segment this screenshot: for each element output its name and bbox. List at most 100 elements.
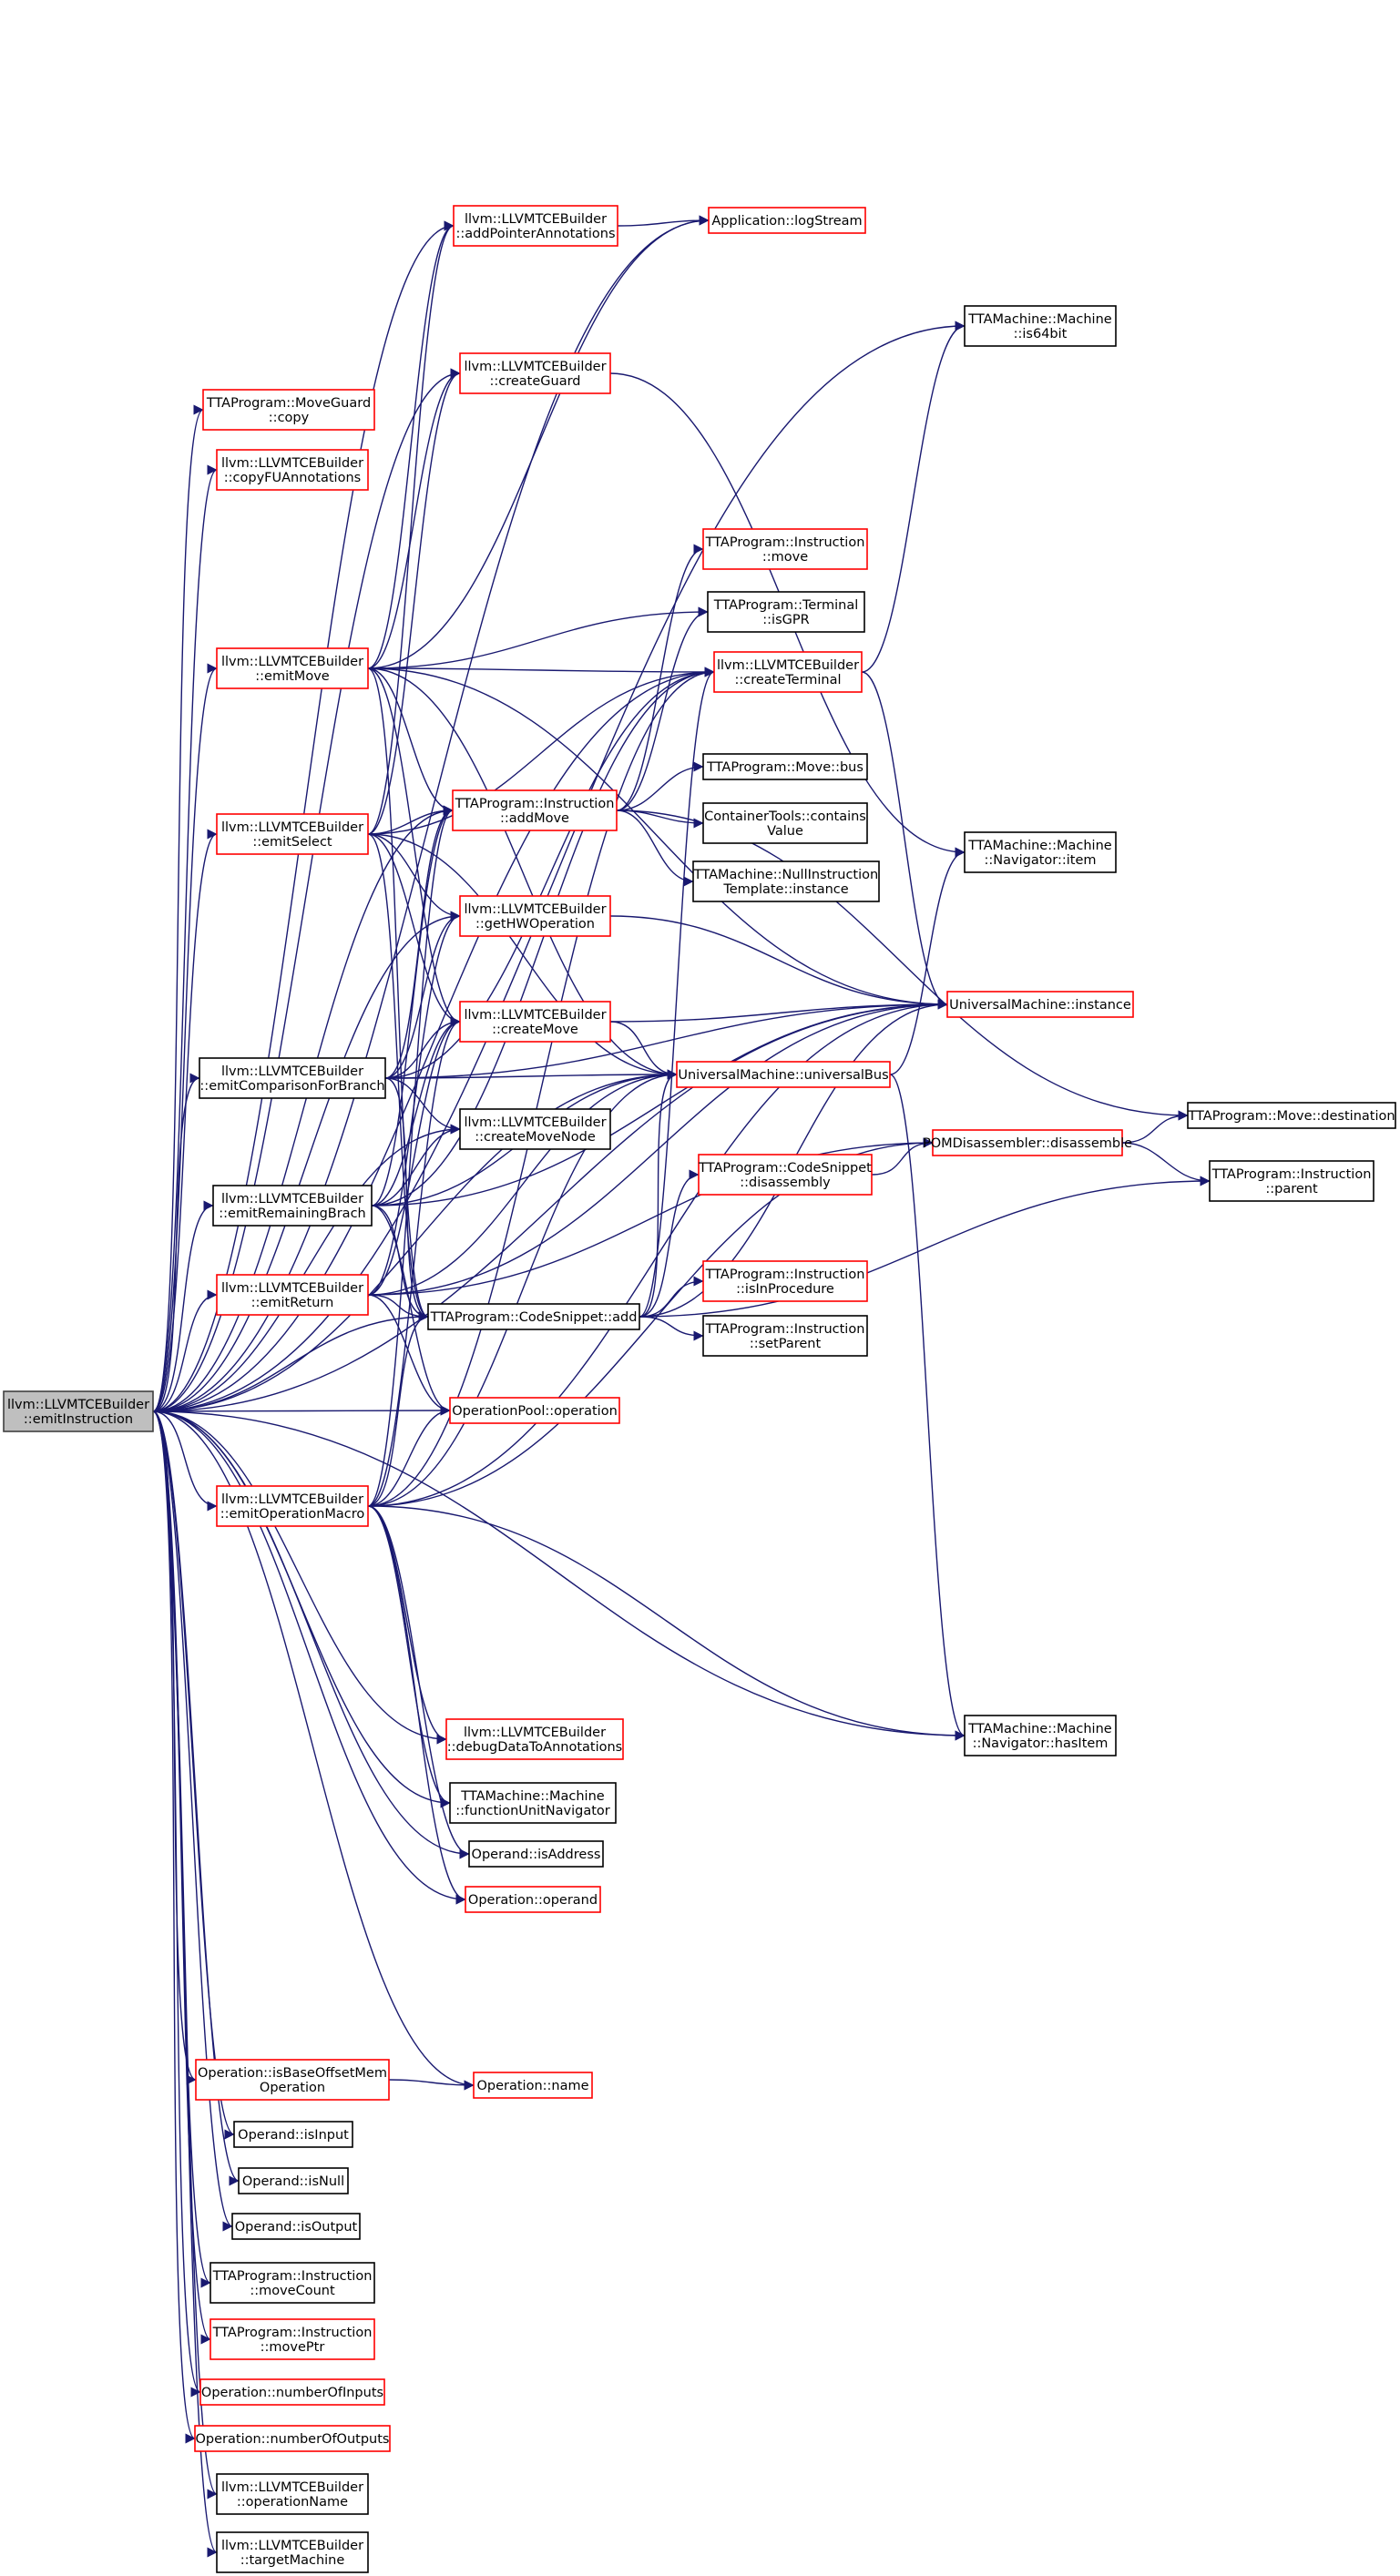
node-label-line: ContainerTools::contains bbox=[704, 809, 866, 824]
node-moveCount[interactable]: TTAProgram::Instruction::moveCount bbox=[209, 2262, 375, 2304]
node-navigatorItem[interactable]: TTAMachine::Machine::Navigator::item bbox=[964, 831, 1117, 873]
edge-emitSelect-to-universalBus bbox=[367, 833, 678, 1080]
node-numberOfOutputs[interactable]: Operation::numberOfOutputs bbox=[194, 2425, 391, 2452]
node-box bbox=[231, 2213, 361, 2240]
node-operationOperand[interactable]: Operation::operand bbox=[465, 1886, 601, 1913]
node-emitComparisonForBranch[interactable]: llvm::LLVMTCEBuilder::emitComparisonForB… bbox=[199, 1057, 386, 1099]
node-label-line: Operation::name bbox=[476, 2079, 588, 2093]
node-label-line: TTAProgram::Instruction bbox=[705, 1322, 865, 1337]
node-box bbox=[233, 2121, 353, 2148]
node-label-line: ::createGuard bbox=[489, 374, 580, 389]
node-emitRemainingBrach[interactable]: llvm::LLVMTCEBuilder::emitRemainingBrach bbox=[212, 1185, 373, 1227]
node-targetMachine[interactable]: llvm::LLVMTCEBuilder::targetMachine bbox=[216, 2531, 369, 2573]
node-label-line: llvm::LLVMTCEBuilder bbox=[465, 212, 607, 227]
node-box bbox=[216, 449, 369, 491]
node-box bbox=[708, 207, 866, 234]
edge-root-to-universalBus bbox=[152, 1069, 678, 1412]
edge-createTerminal-to-is64bit bbox=[861, 321, 966, 673]
node-label-line: TTAMachine::Machine bbox=[967, 1722, 1111, 1736]
node-numberOfInputs[interactable]: Operation::numberOfInputs bbox=[199, 2378, 385, 2406]
node-umInstance[interactable]: UniversalMachine::instance bbox=[946, 991, 1134, 1018]
edge-root-to-addMove bbox=[152, 805, 454, 1412]
node-emitSelect[interactable]: llvm::LLVMTCEBuilder::emitSelect bbox=[216, 813, 369, 855]
edge-emitRemainingBrach-to-createMove bbox=[371, 1016, 461, 1207]
node-operandIsNull[interactable]: Operand::isNull bbox=[238, 2167, 349, 2194]
node-label-line: TTAProgram::Instruction bbox=[212, 2326, 373, 2340]
edge-emitRemainingBrach-to-createMoveNode bbox=[371, 1124, 461, 1207]
node-operandIsAddress[interactable]: Operand::isAddress bbox=[468, 1840, 604, 1868]
edge-emitOperationMacro-to-functionUnitNavigator bbox=[367, 1505, 451, 1808]
node-label-line: ::getHWOperation bbox=[475, 917, 595, 932]
edge-root-to-codeSnippetAdd bbox=[152, 1311, 429, 1412]
node-box bbox=[209, 2262, 375, 2304]
node-label-line: ::functionUnitNavigator bbox=[455, 1804, 610, 1818]
node-label-line: llvm::LLVMTCEBuilder bbox=[221, 1192, 363, 1207]
node-debugDataToAnnotations[interactable]: llvm::LLVMTCEBuilder::debugDataToAnnotat… bbox=[445, 1718, 624, 1760]
edge-createMove-to-universalBus bbox=[609, 1021, 678, 1080]
node-addPointerAnnotations[interactable]: llvm::LLVMTCEBuilder::addPointerAnnotati… bbox=[453, 205, 618, 247]
node-addMove[interactable]: TTAProgram::Instruction::addMove bbox=[452, 789, 618, 831]
node-box bbox=[964, 831, 1117, 873]
node-instructionParent[interactable]: TTAProgram::Instruction::parent bbox=[1209, 1160, 1374, 1202]
node-moveDestination[interactable]: TTAProgram::Move::destination bbox=[1187, 1102, 1396, 1129]
node-is64bit[interactable]: TTAMachine::Machine::is64bit bbox=[964, 305, 1117, 347]
node-label-line: Operand::isAddress bbox=[472, 1848, 601, 1862]
node-setParent[interactable]: TTAProgram::Instruction::setParent bbox=[702, 1315, 868, 1357]
node-codeSnippetDisassembly[interactable]: TTAProgram::CodeSnippet::disassembly bbox=[698, 1154, 873, 1196]
edge-emitOperationMacro-to-createTerminal bbox=[367, 667, 715, 1507]
node-box bbox=[216, 1274, 369, 1316]
node-label-line: ::emitRemainingBrach bbox=[219, 1207, 365, 1221]
node-label-line: llvm::LLVMTCEBuilder bbox=[464, 1115, 606, 1130]
node-operationPoolOperation[interactable]: OperationPool::operation bbox=[449, 1397, 620, 1424]
edge-emitMove-to-addMove bbox=[367, 667, 454, 816]
edge-root-to-is64bit bbox=[152, 321, 966, 1412]
node-label-line: Operation::operand bbox=[468, 1893, 598, 1908]
node-label-line: TTAProgram::Instruction bbox=[705, 1268, 865, 1282]
node-createMoveNode[interactable]: llvm::LLVMTCEBuilder::createMoveNode bbox=[459, 1108, 611, 1150]
node-logStream[interactable]: Application::logStream bbox=[708, 207, 866, 234]
node-createTerminal[interactable]: llvm::LLVMTCEBuilder::createTerminal bbox=[713, 651, 863, 693]
node-label-line: llvm::LLVMTCEBuilder bbox=[221, 655, 363, 669]
edge-emitReturn-to-umInstance bbox=[367, 999, 948, 1296]
edge-codeSnippetAdd-to-instructionParent bbox=[639, 1176, 1211, 1318]
node-label-line: ::targetMachine bbox=[240, 2553, 345, 2568]
node-label-line: TTAProgram::Move::bus bbox=[706, 760, 864, 775]
edge-codeSnippetDisassembly-to-disassemble bbox=[871, 1137, 934, 1176]
node-operandIsOutput[interactable]: Operand::isOutput bbox=[231, 2213, 361, 2240]
node-emitOperationMacro[interactable]: llvm::LLVMTCEBuilder::emitOperationMacro bbox=[216, 1485, 369, 1527]
node-operationNameBuilder[interactable]: llvm::LLVMTCEBuilder::operationName bbox=[216, 2473, 369, 2515]
node-root[interactable]: llvm::LLVMTCEBuilder::emitInstruction bbox=[3, 1390, 154, 1432]
node-createGuard[interactable]: llvm::LLVMTCEBuilder::createGuard bbox=[459, 352, 611, 394]
node-moveGuardCopy[interactable]: TTAProgram::MoveGuard::copy bbox=[202, 389, 375, 431]
node-box bbox=[932, 1129, 1123, 1156]
edge-root-to-copyFUAnnotations bbox=[152, 464, 218, 1412]
node-label-line: TTAProgram::Instruction bbox=[1211, 1167, 1372, 1182]
node-isInProcedure[interactable]: TTAProgram::Instruction::isInProcedure bbox=[702, 1260, 868, 1302]
node-label-line: llvm::LLVMTCEBuilder bbox=[717, 658, 859, 673]
node-universalBus[interactable]: UniversalMachine::universalBus bbox=[676, 1061, 891, 1088]
node-instructionMove[interactable]: TTAProgram::Instruction::move bbox=[702, 528, 868, 570]
edge-emitRemainingBrach-to-addMove bbox=[371, 805, 454, 1207]
node-nullInstructionTemplate[interactable]: TTAMachine::NullInstructionTemplate::ins… bbox=[692, 860, 880, 902]
node-disassemble[interactable]: POMDisassembler::disassemble bbox=[923, 1129, 1132, 1156]
node-getHWOperation[interactable]: llvm::LLVMTCEBuilder::getHWOperation bbox=[459, 895, 611, 937]
node-codeSnippetAdd[interactable]: TTAProgram::CodeSnippet::add bbox=[427, 1303, 640, 1330]
node-emitReturn[interactable]: llvm::LLVMTCEBuilder::emitReturn bbox=[216, 1274, 369, 1316]
node-box bbox=[216, 2531, 369, 2573]
node-emitMove[interactable]: llvm::LLVMTCEBuilder::emitMove bbox=[216, 647, 369, 689]
edge-emitOperationMacro-to-createMove bbox=[367, 1016, 461, 1507]
node-operandIsInput[interactable]: Operand::isInput bbox=[233, 2121, 353, 2148]
node-copyFUAnnotations[interactable]: llvm::LLVMTCEBuilder::copyFUAnnotations bbox=[216, 449, 369, 491]
node-isGPR[interactable]: TTAProgram::Terminal::isGPR bbox=[707, 591, 865, 633]
node-createMove[interactable]: llvm::LLVMTCEBuilder::createMove bbox=[459, 1001, 611, 1043]
node-label-line: POMDisassembler::disassemble bbox=[923, 1136, 1132, 1151]
edge-emitOperationMacro-to-addMove bbox=[367, 805, 454, 1507]
node-movePtr[interactable]: TTAProgram::Instruction::movePtr bbox=[209, 2318, 375, 2360]
node-moveBus[interactable]: TTAProgram::Move::bus bbox=[702, 753, 868, 780]
node-navigatorHasItem[interactable]: TTAMachine::Machine::Navigator::hasItem bbox=[964, 1715, 1117, 1756]
node-functionUnitNavigator[interactable]: TTAMachine::Machine::functionUnitNavigat… bbox=[449, 1782, 617, 1824]
node-operationName[interactable]: Operation::name bbox=[473, 2072, 593, 2099]
node-box bbox=[702, 802, 868, 844]
